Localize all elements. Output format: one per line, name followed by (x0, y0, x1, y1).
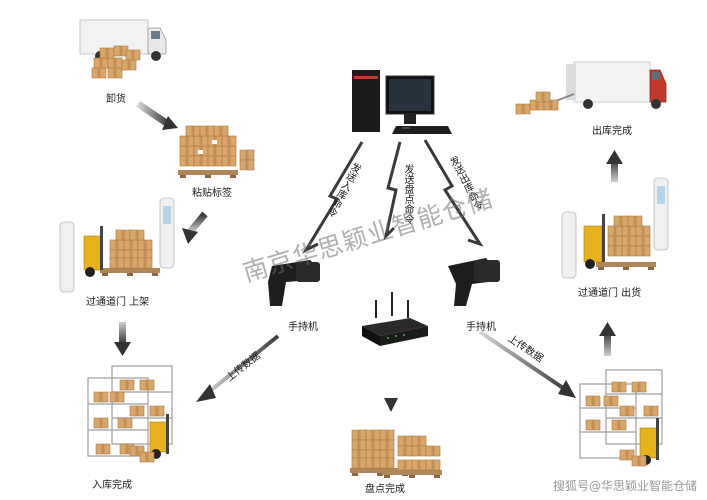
outbound-shelves-icon (579, 369, 663, 467)
gate-in-icon (59, 197, 175, 293)
step-gate-in-label: 过通道门 上架 (86, 297, 150, 308)
gate-out-icon (561, 177, 669, 279)
arrow-upload-left (202, 334, 280, 398)
signal-bolt-outbound (423, 139, 484, 247)
unload-truck-icon (79, 19, 167, 79)
step-label-label: 粘贴标签 (192, 188, 232, 199)
handheld-left-icon (268, 260, 320, 306)
inbound-shelves-icon (87, 365, 173, 463)
step-inbound-done-label: 入库完成 (92, 480, 132, 491)
signal-bolt-inbound (302, 141, 364, 254)
arrow-label-to-gate (187, 211, 208, 235)
handheld-right-icon (448, 258, 500, 306)
command-inventory-label: 发送盘点命令 (402, 164, 413, 224)
computer-icon (352, 70, 452, 134)
step-inventory-done-label: 盘点完成 (365, 484, 405, 495)
arrow-gate-to-truck (611, 160, 618, 182)
arrow-gate-to-inbound (119, 322, 126, 344)
handheld-left-label: 手持机 (288, 322, 318, 333)
signal-bolt-inventory (383, 141, 402, 241)
outbound-truck-icon (515, 61, 667, 115)
arrow-unload-to-label (136, 101, 170, 127)
step-unload-label: 卸货 (106, 94, 126, 105)
credit-text: 搜狐号@华思颖业智能仓储 (552, 479, 697, 493)
step-gate-out-label: 过通道门 出货 (578, 288, 642, 299)
handheld-right-label: 手持机 (466, 322, 496, 333)
step-outbound-done-label: 出库完成 (592, 126, 632, 137)
router-icon (362, 292, 428, 346)
arrow-outbound-to-gate (604, 332, 611, 356)
labeled-boxes-icon (178, 125, 255, 178)
arrow-upload-right (478, 330, 568, 392)
inventory-boxes-icon (350, 429, 442, 478)
